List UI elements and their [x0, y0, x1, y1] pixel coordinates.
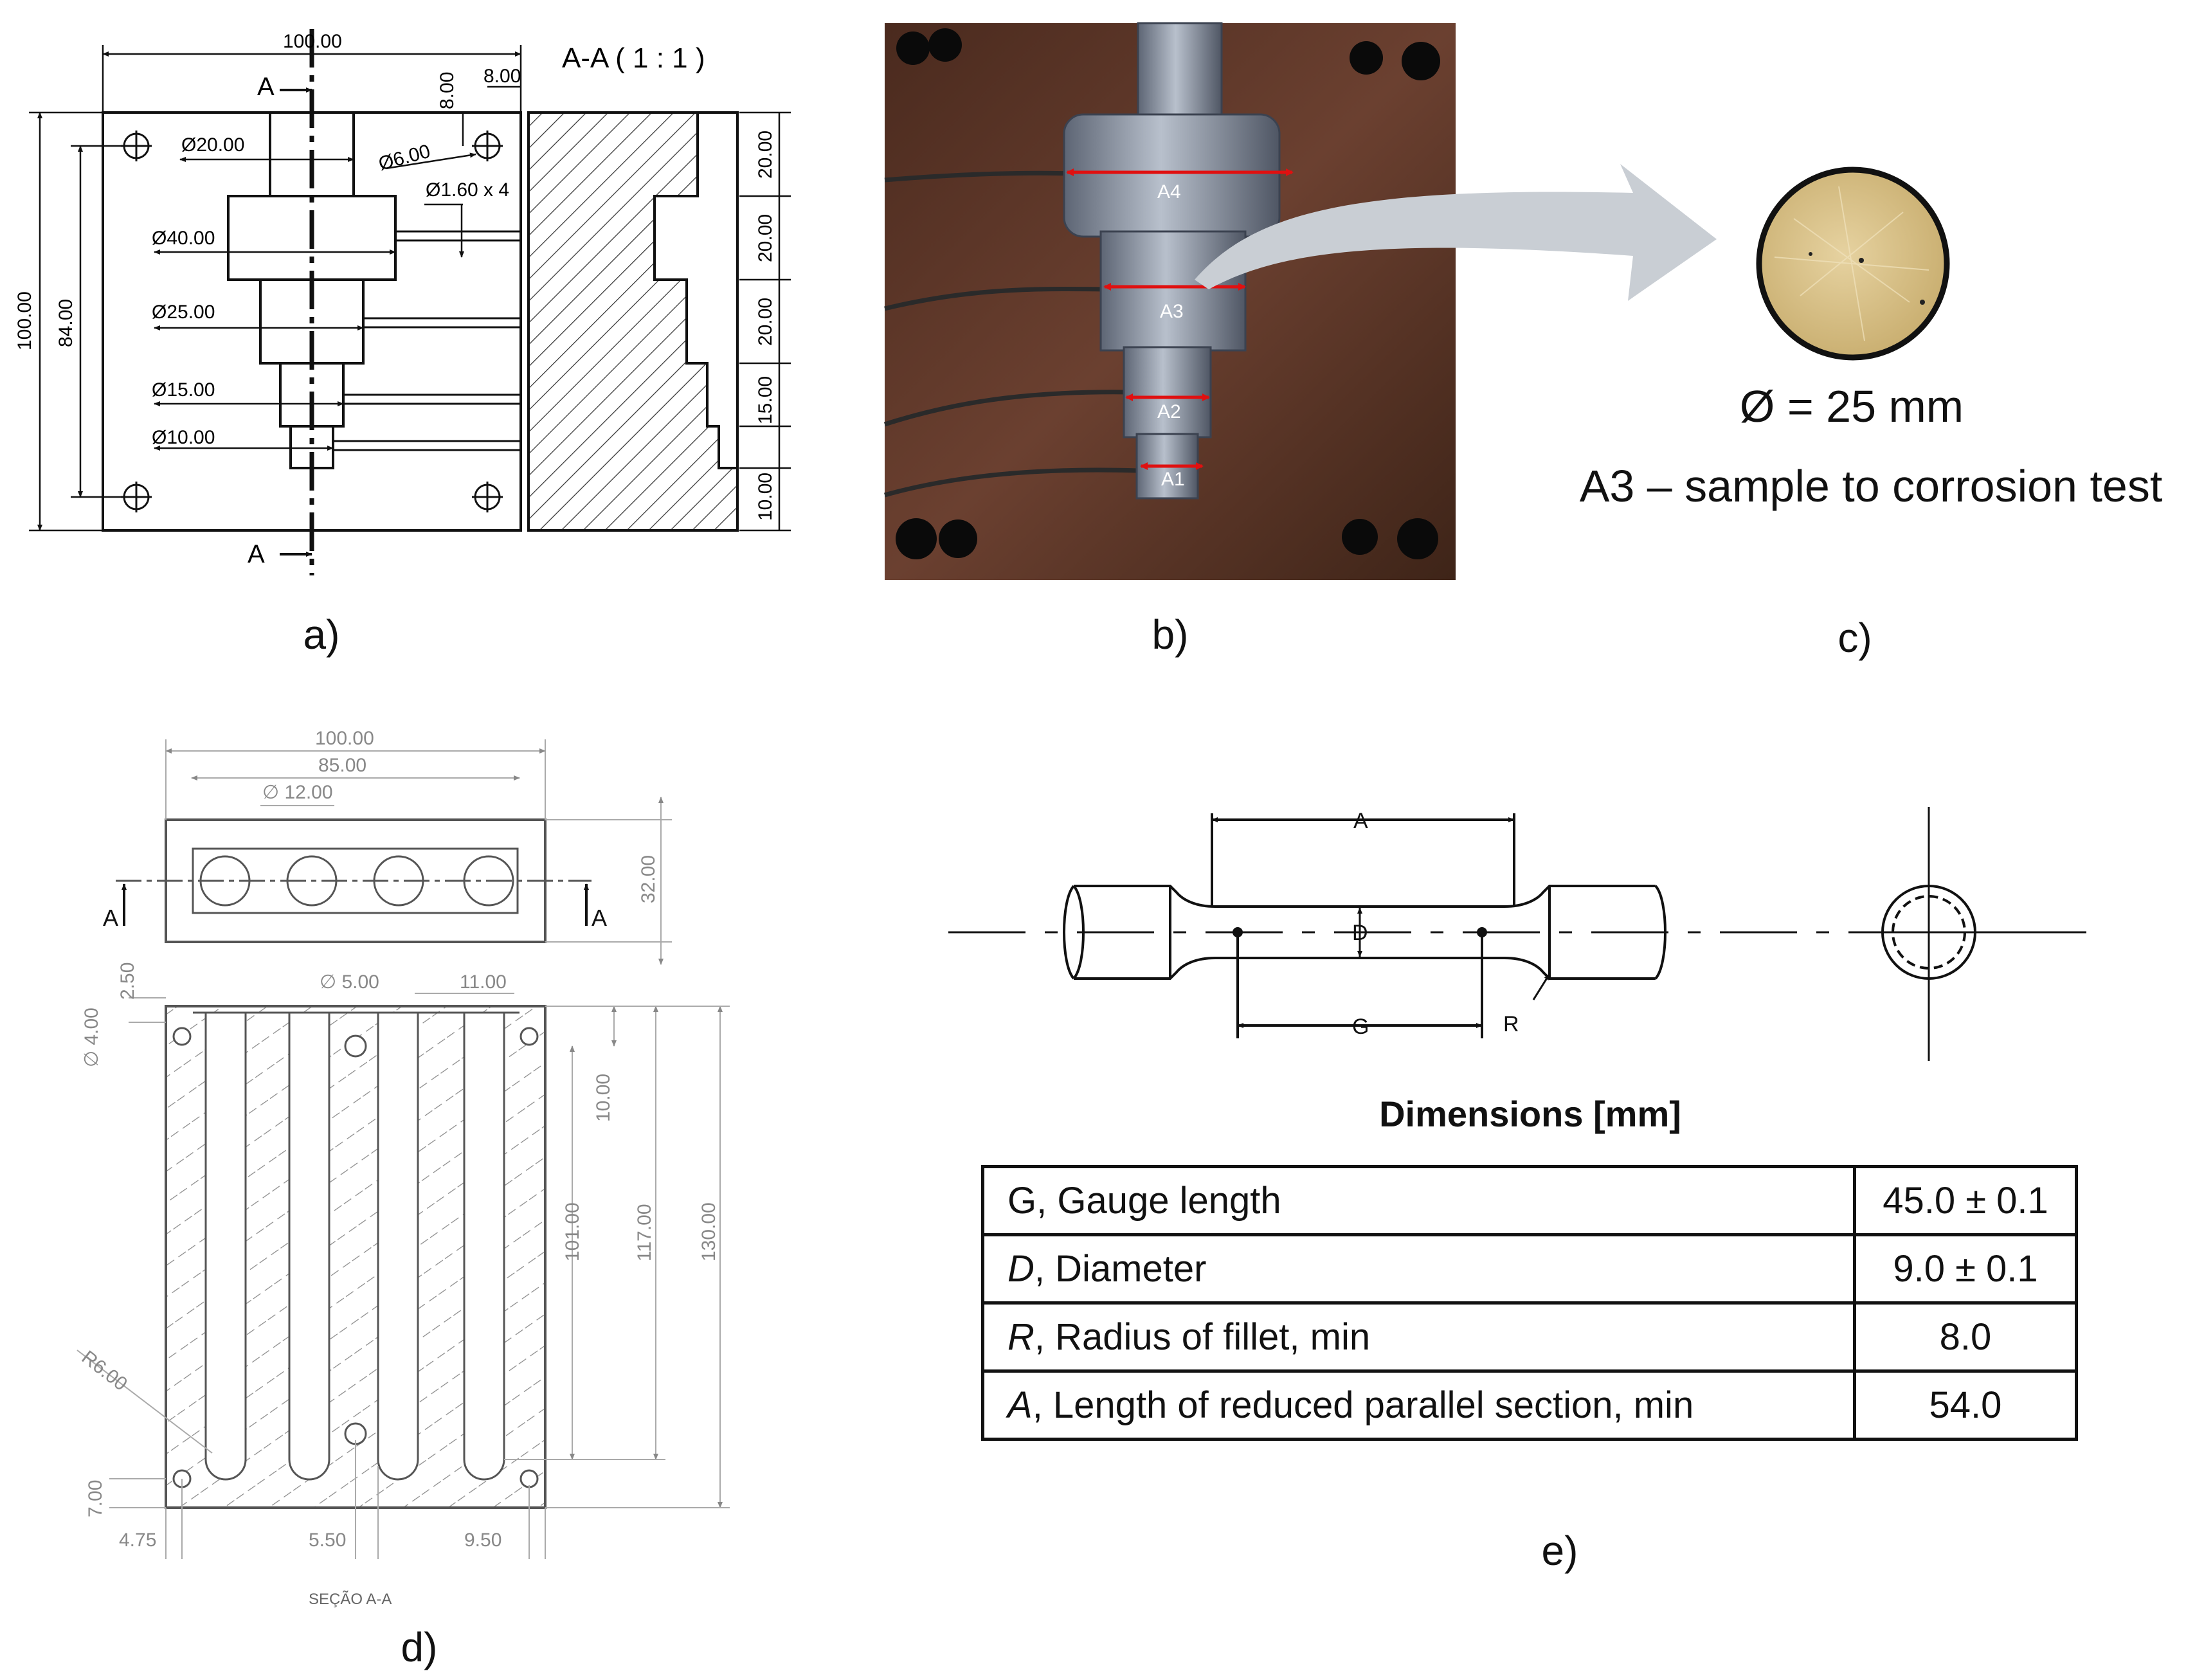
dim-d16: Ø1.60 x 4 — [426, 179, 509, 201]
dim-d15: Ø15.00 — [152, 379, 215, 401]
thermocouple-wires — [883, 170, 1139, 498]
dim-7: 7.00 — [85, 1480, 106, 1517]
section-mark-left: A — [103, 905, 118, 931]
panel-c-sample — [1756, 167, 1950, 361]
mold-bolt-holes — [896, 28, 1440, 559]
table-cell-value: 45.0 ± 0.1 — [1853, 1165, 2078, 1236]
dim-s1: 20.00 — [755, 131, 776, 179]
table-symbol: R — [1007, 1316, 1034, 1358]
table-cell-value: 54.0 — [1853, 1369, 2078, 1441]
table-description: , Radius of fillet, min — [1034, 1316, 1371, 1358]
panel-a-mold-drawing: A A 100.00 100.00 84.00 8.00 8.00 Ø20.00 — [14, 29, 791, 575]
section-cavity — [653, 111, 739, 530]
section-mark-top: A — [257, 73, 275, 101]
section-mark-bottom: A — [248, 540, 265, 568]
panel-e-specimen — [948, 807, 2086, 1061]
specimen-label-r: R — [1503, 1012, 1519, 1036]
dim-d12: ∅ 12.00 — [262, 782, 333, 803]
label-a4: A4 — [1157, 181, 1181, 203]
dim-s2: 20.00 — [755, 214, 776, 262]
sample-diameter: Ø = 25 mm — [1739, 381, 1964, 431]
section-label: SEÇÃO A-A — [309, 1591, 392, 1608]
dim-9-50: 9.50 — [464, 1530, 501, 1551]
pointer-arrow — [1195, 164, 1717, 301]
dim-d5: ∅ 5.00 — [320, 971, 379, 993]
dim-height: 100.00 — [14, 291, 35, 350]
dim-s5: 10.00 — [755, 473, 776, 521]
table-cell-label: R, Radius of fillet, min — [981, 1301, 1856, 1373]
caption-a: a) — [303, 611, 340, 658]
table-row: A, Length of reduced parallel section, m… — [981, 1369, 2078, 1441]
specimen-label-a: A — [1353, 809, 1368, 833]
dim-11: 11.00 — [460, 971, 507, 993]
vent-channels — [333, 230, 521, 451]
panel-b-cast-photo: A4 A3 A2 A1 — [883, 22, 1456, 580]
table-cell-label: D, Diameter — [981, 1233, 1856, 1305]
dim-side-offset: 8.00 — [483, 66, 521, 87]
dim-s3: 20.00 — [755, 298, 776, 346]
section-title: A-A ( 1 : 1 ) — [562, 42, 705, 74]
table-cell-value: 8.0 — [1853, 1301, 2078, 1373]
specimen-label-g: G — [1352, 1015, 1369, 1039]
measure-markers — [1066, 168, 1294, 470]
caption-d: d) — [401, 1624, 438, 1670]
dim-d40: Ø40.00 — [152, 228, 215, 249]
table-description: , Length of reduced parallel section, mi… — [1032, 1384, 1694, 1426]
table-symbol: G — [1007, 1180, 1037, 1222]
section-view-tubes — [204, 1011, 505, 1481]
dim-hole-span: 84.00 — [55, 299, 77, 347]
dim-width: 100.00 — [283, 31, 342, 52]
dim-w85: 85.00 — [318, 755, 366, 776]
dim-h32: 32.00 — [638, 855, 659, 903]
dim-4-75: 4.75 — [119, 1530, 156, 1551]
caption-c: c) — [1838, 615, 1872, 661]
table-cell-label: A, Length of reduced parallel section, m… — [981, 1369, 1856, 1441]
label-a2: A2 — [1157, 401, 1181, 422]
table-description: , Diameter — [1034, 1248, 1207, 1290]
dim-d25: Ø25.00 — [152, 302, 215, 323]
dim-101: 101.00 — [562, 1202, 583, 1261]
table-title: Dimensions [mm] — [1379, 1094, 1681, 1134]
section-mark-right: A — [592, 905, 607, 931]
sample-caption: A3 – sample to corrosion test — [1579, 461, 2163, 511]
dim-d10: Ø10.00 — [152, 427, 215, 448]
dim-d20: Ø20.00 — [181, 134, 244, 156]
specimen-outline — [1074, 885, 1656, 980]
label-a3: A3 — [1160, 301, 1184, 322]
dim-130: 130.00 — [698, 1202, 719, 1261]
table-description: , Gauge length — [1036, 1180, 1281, 1222]
caption-e: e) — [1541, 1528, 1578, 1574]
panel-d-mold-drawing: A A 100.00 85.00 ∅ 12.00 32.00 — [77, 728, 730, 1608]
specimen-label-d: D — [1352, 921, 1368, 945]
dim-d4: ∅ 4.00 — [81, 1007, 102, 1067]
dim-10: 10.00 — [593, 1074, 614, 1122]
dim-top-offset: 8.00 — [437, 72, 458, 109]
table-symbol: D — [1007, 1248, 1034, 1290]
table-symbol: A — [1007, 1384, 1033, 1426]
caption-b: b) — [1152, 611, 1189, 658]
table-cell-label: G, Gauge length — [981, 1165, 1856, 1236]
dim-117: 117.00 — [634, 1204, 655, 1261]
dim-5-50: 5.50 — [309, 1530, 346, 1551]
dim-s4: 15.00 — [755, 376, 776, 424]
label-a1: A1 — [1161, 469, 1185, 490]
dim-2-50: 2.50 — [117, 962, 138, 1000]
dim-r6: R6.00 — [78, 1347, 131, 1395]
table-cell-value: 9.0 ± 0.1 — [1853, 1233, 2078, 1305]
dim-d6: Ø6.00 — [376, 141, 432, 175]
dim-w100: 100.00 — [315, 728, 374, 749]
